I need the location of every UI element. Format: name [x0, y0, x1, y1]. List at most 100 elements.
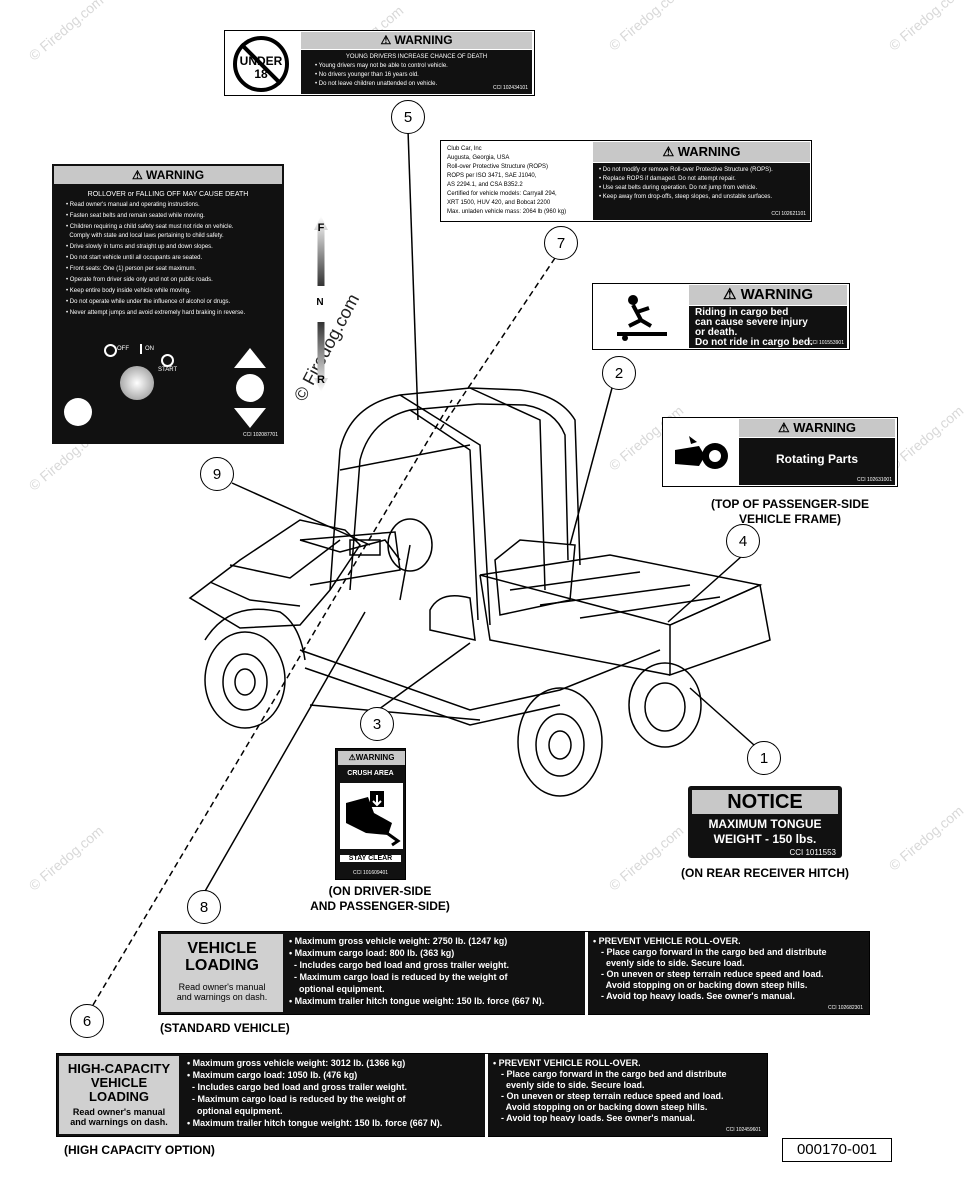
- warning-triangle-icon: ⚠: [380, 33, 395, 47]
- loading-title: LOADING: [89, 1089, 149, 1104]
- crush-area-title: CRUSH AREA: [347, 770, 394, 777]
- part-number: CCI 102087701: [242, 432, 278, 438]
- warning-line: • Do not modify or remove Roll-over Prot…: [599, 167, 773, 173]
- leader-line: [231, 482, 371, 546]
- rops-info-line: Club Car, Inc: [447, 146, 482, 152]
- key-off-icon: [104, 344, 117, 357]
- loading-line: - Maximum cargo load is reduced by the w…: [187, 1094, 406, 1104]
- warning-line: • Front seats: One (1) person per seat m…: [66, 266, 197, 272]
- part-number: CCI 102459601: [725, 1127, 761, 1133]
- loading-line: • Maximum trailer hitch tongue weight: 1…: [289, 996, 545, 1006]
- standard-vehicle-caption: (STANDARD VEHICLE): [160, 1021, 290, 1035]
- up-triangle-icon: [234, 348, 266, 368]
- notice-location-caption: (ON REAR RECEIVER HITCH): [680, 866, 849, 880]
- rollover-title: • PREVENT VEHICLE ROLL-OVER.: [493, 1058, 641, 1068]
- warning-title: ROLLOVER or FALLING OFF MAY CAUSE DEATH: [87, 191, 249, 198]
- loading-title: HIGH-CAPACITY: [67, 1061, 171, 1076]
- warning-triangle-icon: ⚠: [348, 753, 356, 762]
- key-start-icon: [161, 354, 174, 367]
- callout-4: 4: [726, 524, 760, 558]
- under-18-badge: UNDER 18: [233, 36, 289, 92]
- leader-line: [92, 399, 453, 1006]
- warning-header: ⚠ WARNING: [689, 285, 847, 305]
- rops-info-line: Certified for vehicle models: Carryall 2…: [447, 191, 557, 197]
- notice-header: NOTICE: [692, 790, 838, 814]
- warning-header: ⚠ WARNING: [54, 166, 282, 184]
- rops-info-line: XRT 1500, HUV 420, and Bobcat 2200: [447, 200, 551, 206]
- notice-line: MAXIMUM TONGUE: [708, 817, 822, 831]
- warning-line: • Fasten seat belts and remain seated wh…: [66, 213, 205, 219]
- loading-line: • Maximum trailer hitch tongue weight: 1…: [187, 1118, 443, 1128]
- callout-2: 2: [602, 356, 636, 390]
- notice-line: WEIGHT - 150 lbs.: [713, 832, 817, 846]
- loading-line: • Maximum gross vehicle weight: 2750 lb.…: [289, 936, 508, 946]
- callout-9: 9: [200, 457, 234, 491]
- rollover-line: - On uneven or steep terrain reduce spee…: [501, 1091, 724, 1101]
- warning-triangle-icon: ⚠: [662, 144, 678, 159]
- loading-line: - Includes cargo bed load and gross trai…: [187, 1082, 408, 1092]
- warning-line: • Do not start vehicle until all occupan…: [66, 255, 203, 261]
- rollover-line: - On uneven or steep terrain reduce spee…: [601, 969, 824, 979]
- key-off-label: OFF: [117, 346, 129, 352]
- part-number: CCI 102631001: [856, 477, 892, 483]
- callout-1: 1: [747, 741, 781, 775]
- key-start-label: START: [158, 367, 178, 373]
- forward-arrow-icon: [314, 216, 328, 286]
- rollover-line: evenly side to side. Secure load.: [501, 1080, 645, 1090]
- warning-line: • No drivers younger than 16 years old.: [315, 72, 419, 78]
- rops-info-line: Roll-over Protective Structure (ROPS): [447, 164, 549, 170]
- reverse-label: R: [317, 374, 325, 386]
- loading-note: Read owner's manual: [178, 982, 266, 992]
- callout-7: 7: [544, 226, 578, 260]
- loading-note: Read owner's manual: [72, 1107, 166, 1117]
- warning-line: • Keep away from drop-offs, steep slopes…: [599, 194, 773, 200]
- warning-line: Riding in cargo bed: [695, 307, 789, 318]
- leader-line: [569, 387, 613, 546]
- rollover-line: - Place cargo forward in the cargo bed a…: [501, 1069, 727, 1079]
- rollover-warning-label: ⚠ WARNING ROLLOVER or FALLING OFF MAY CA…: [52, 164, 331, 444]
- label-8-location-caption: (ON DRIVER-SIDE AND PASSENGER-SIDE): [310, 884, 450, 913]
- loading-note: and warnings on dash.: [176, 992, 268, 1002]
- warning-line: • Replace ROPS if damaged. Do not attemp…: [599, 176, 736, 182]
- loading-line: • Maximum cargo load: 800 lb. (363 kg): [289, 948, 455, 958]
- rops-info-line: ROPS per ISO 3471, SAE J1040,: [447, 173, 537, 179]
- rollover-title: • PREVENT VEHICLE ROLL-OVER.: [593, 936, 741, 946]
- down-triangle-icon: [234, 408, 266, 428]
- stay-clear-text: STAY CLEAR: [340, 855, 401, 862]
- warning-line: • Use seat belts during operation. Do no…: [599, 185, 758, 191]
- callout-5: 5: [391, 100, 425, 134]
- rollover-line: evenly side to side. Secure load.: [601, 958, 745, 968]
- rops-info-line: Augusta, Georgia, USA: [447, 155, 510, 161]
- warning-header: ⚠WARNING: [338, 751, 405, 765]
- loading-line: • Maximum gross vehicle weight: 3012 lb.…: [187, 1058, 406, 1068]
- warning-line: • Never attempt jumps and avoid extremel…: [66, 310, 246, 316]
- loading-title-panel: HIGH-CAPACITY VEHICLE LOADING Read owner…: [59, 1056, 179, 1134]
- part-number: CCI 101609401: [352, 870, 389, 876]
- leader-line: [374, 642, 471, 713]
- part-number: CCI 101553901: [808, 340, 844, 346]
- loading-title-panel: VEHICLE LOADING Read owner's manual and …: [161, 934, 283, 1012]
- key-knob-icon: [120, 366, 154, 400]
- callout-3: 3: [360, 707, 394, 741]
- loading-line: optional equipment.: [289, 984, 385, 994]
- under-18-warning-label: UNDER 18 ⚠ WARNING YOUNG DRIVERS INCREAS…: [224, 30, 535, 96]
- rollover-line: - Avoid top heavy loads. See owner's man…: [601, 991, 796, 1001]
- label-4-location-caption: (TOP OF PASSENGER-SIDE VEHICLE FRAME): [710, 497, 870, 526]
- rotating-parts-text: Rotating Parts: [775, 452, 858, 466]
- rollover-line: Avoid stopping on or backing down steep …: [501, 1102, 708, 1112]
- rotating-hand-icon: [671, 432, 731, 476]
- high-capacity-caption: (HIGH CAPACITY OPTION): [64, 1143, 215, 1157]
- leader-line: [667, 555, 743, 623]
- tongue-weight-notice-label: NOTICE MAXIMUM TONGUE WEIGHT - 150 lbs. …: [688, 786, 842, 858]
- key-on-label: ON: [145, 346, 154, 352]
- warning-line: • Do not leave children unattended on ve…: [315, 81, 438, 87]
- neutral-circle-icon: N: [309, 292, 331, 314]
- forward-label: F: [317, 222, 325, 234]
- leader-line: [439, 257, 556, 431]
- loading-title: VEHICLE: [90, 1075, 148, 1090]
- warning-line: Comply with state and local laws pertain…: [66, 233, 224, 239]
- warning-triangle-icon: ⚠: [131, 168, 147, 182]
- rollover-line: Avoid stopping on or backing down steep …: [601, 980, 808, 990]
- rollover-line: - Avoid top heavy loads. See owner's man…: [501, 1113, 696, 1123]
